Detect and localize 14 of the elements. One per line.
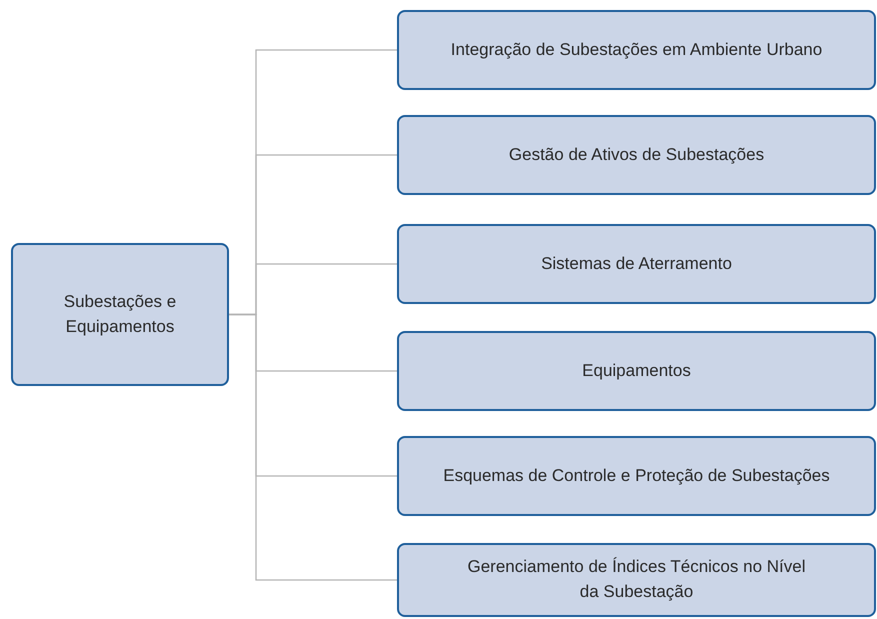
box-label: Sistemas de Aterramento (541, 252, 732, 275)
box-label: Gerenciamento de Índices Técnicos no Nível da Subestação (466, 556, 806, 603)
topic-box (397, 224, 876, 304)
box-label: Gestão de Ativos de Subestações (508, 144, 764, 166)
box-label: Subestações e Equipamentos (62, 290, 178, 338)
topic-box (397, 115, 876, 195)
topic-box (397, 10, 876, 90)
topic-box (397, 543, 876, 617)
topic-box (397, 331, 876, 411)
root-box (11, 243, 229, 386)
box-label: Integração de Subestações em Ambiente Urbano (450, 38, 822, 61)
box-label: Esquemas de Controle e Proteção de Subestações (443, 464, 830, 487)
box-label: Equipamentos (582, 360, 691, 382)
topic-box (397, 436, 876, 516)
